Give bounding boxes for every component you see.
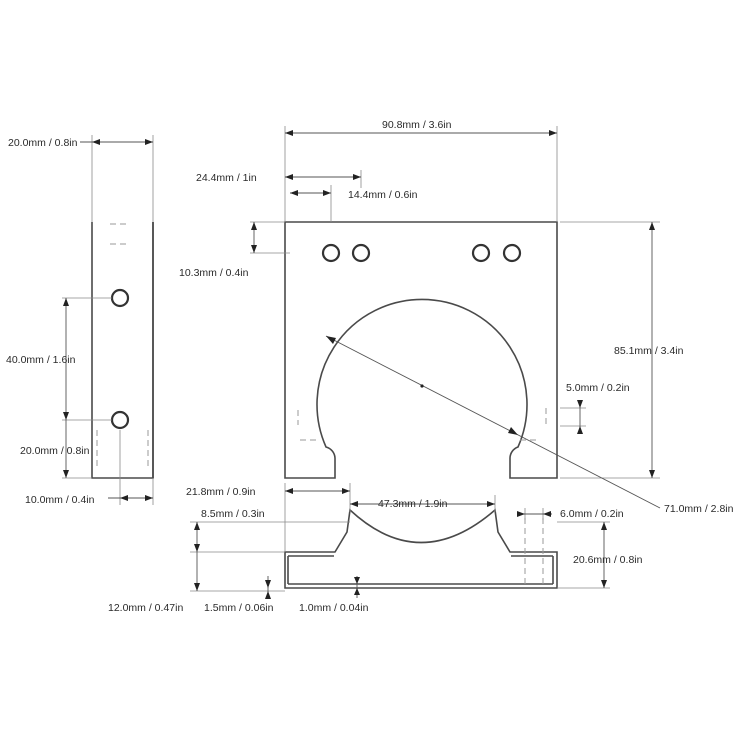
foot-width-label: 21.8mm / 0.9in: [186, 486, 256, 498]
edge-to-hole-label: 24.4mm / 1in: [196, 172, 257, 184]
side-width-label: 20.0mm / 0.8in: [8, 137, 78, 149]
front-hole-2: [351, 243, 371, 263]
bore-diameter-leader: [325, 335, 661, 509]
front-hole-1: [321, 243, 341, 263]
slot-label: 5.0mm / 0.2in: [566, 382, 630, 394]
bottom-height-label: 20.6mm / 0.8in: [573, 554, 643, 566]
front-view-outline: [284, 221, 558, 479]
side-view: 20.0mm / 0.8in 40.0mm / 1.6in 20.0mm / 0…: [6, 135, 154, 506]
hole-spacing-label: 40.0mm / 1.6in: [6, 354, 76, 366]
gap-label: 1.0mm / 0.04in: [299, 602, 369, 614]
front-view: 90.8mm / 3.6in 24.4mm / 1in 14.4mm / 0.6…: [179, 119, 734, 515]
opening-width-label: 47.3mm / 1.9in: [378, 498, 448, 510]
side-lower-hole: [110, 410, 130, 430]
hole-pitch-label: 14.4mm / 0.6in: [348, 189, 418, 201]
thickness-label: 1.5mm / 0.06in: [204, 602, 274, 614]
total-depth-label: 12.0mm / 0.47in: [108, 602, 183, 614]
bore-diameter-label: 71.0mm / 2.8in: [664, 503, 734, 515]
bottom-offset-label: 10.0mm / 0.4in: [25, 494, 95, 506]
front-hole-4: [502, 243, 522, 263]
side-upper-hole: [110, 288, 130, 308]
slot-width-label: 6.0mm / 0.2in: [560, 508, 624, 520]
bottom-view: 21.8mm / 0.9in 47.3mm / 1.9in 8.5mm / 0.…: [108, 483, 643, 614]
flange-label: 8.5mm / 0.3in: [201, 508, 265, 520]
top-to-holes-label: 10.3mm / 0.4in: [179, 267, 249, 279]
overall-width-label: 90.8mm / 3.6in: [382, 119, 452, 131]
hole-to-bottom-label: 20.0mm / 0.8in: [20, 445, 90, 457]
side-view-outline: [91, 222, 154, 479]
front-hole-3: [471, 243, 491, 263]
height-label: 85.1mm / 3.4in: [614, 345, 684, 357]
